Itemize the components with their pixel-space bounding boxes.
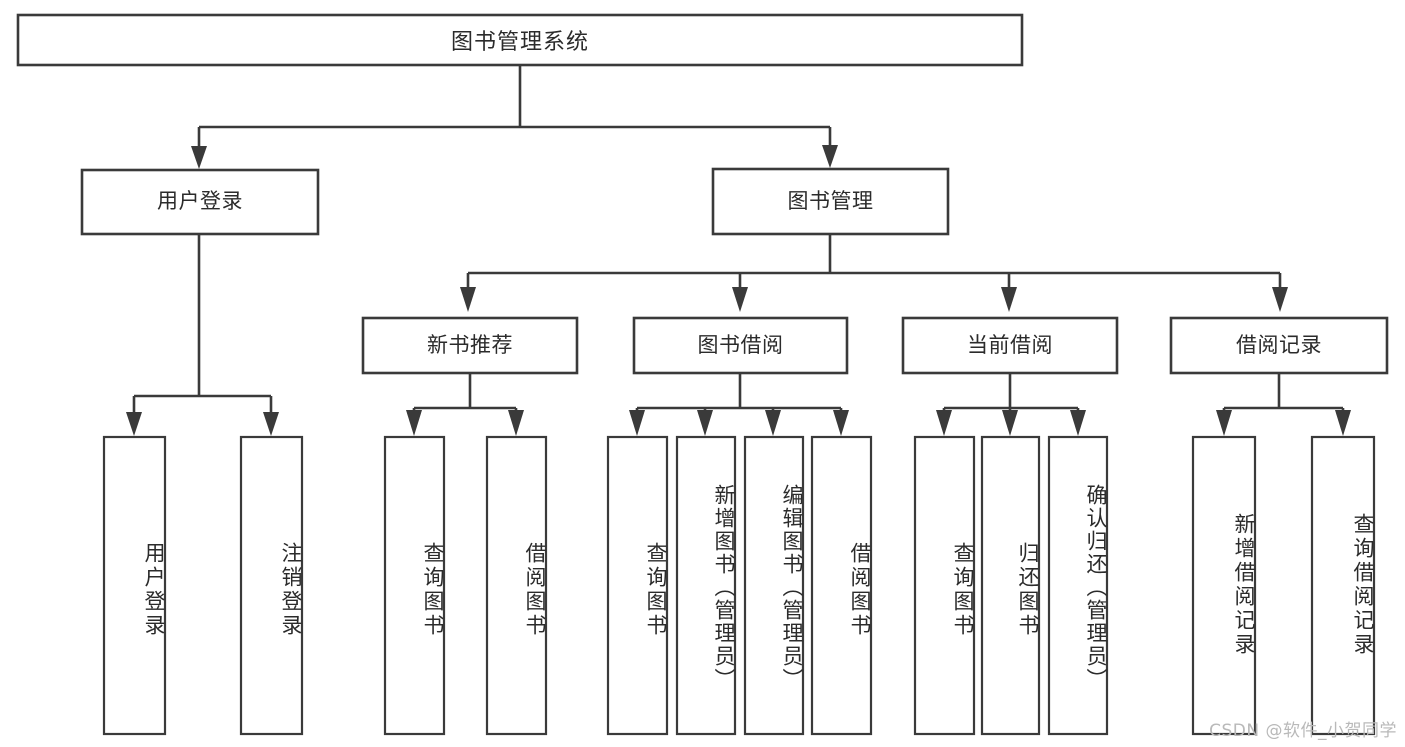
connector-group-book-management (460, 234, 1288, 312)
arrowhead-user-login (191, 146, 207, 169)
arrowhead-nbr-leaf-2 (508, 410, 524, 436)
node-box-leaf-cb-query-book[interactable] (913, 435, 976, 736)
arrowhead-cb-leaf-1 (936, 410, 952, 436)
csdn-watermark: CSDN @软件_小贺同学 (1209, 721, 1397, 741)
node-box-leaf-bb-query-book[interactable] (606, 435, 669, 736)
node-box-book-management[interactable] (711, 167, 950, 236)
node-box-leaf-bb-borrow-book[interactable] (810, 435, 873, 736)
node-box-leaf-nbr-borrow-book[interactable] (485, 435, 548, 736)
arrowhead-book-management (822, 145, 838, 168)
arrowhead-book-borrow (732, 287, 748, 312)
arrowhead-br-leaf-2 (1335, 410, 1351, 436)
node-box-book-borrow[interactable] (632, 316, 849, 375)
connector-group-borrow-record (1216, 373, 1351, 436)
node-box-leaf-br-query-record[interactable] (1310, 435, 1376, 736)
node-box-leaf-bb-add-book[interactable] (675, 435, 737, 736)
node-box-leaf-bb-edit-book[interactable] (743, 435, 805, 736)
arrowhead-br-leaf-1 (1216, 410, 1232, 436)
arrowhead-bb-leaf-2 (697, 410, 713, 436)
arrowhead-leaf-logout (263, 412, 279, 436)
arrowhead-cb-leaf-2 (1002, 410, 1018, 436)
arrowhead-borrow-record (1272, 287, 1288, 312)
connector-group-new-book-recommend (406, 373, 524, 436)
arrowhead-leaf-user-login (126, 412, 142, 436)
node-box-leaf-user-login[interactable] (102, 435, 167, 736)
node-box-leaf-nbr-query-book[interactable] (383, 435, 446, 736)
node-box-leaf-cb-confirm-return[interactable] (1047, 435, 1109, 736)
arrowhead-cb-leaf-3 (1070, 410, 1086, 436)
connector-group-root (191, 66, 838, 169)
node-box-leaf-cb-return-book[interactable] (980, 435, 1041, 736)
node-box-leaf-br-add-record[interactable] (1191, 435, 1257, 736)
arrowhead-bb-leaf-1 (629, 410, 645, 436)
arrowhead-nbr-leaf-1 (406, 410, 422, 436)
node-box-new-book-recommend[interactable] (361, 316, 579, 375)
node-box-current-borrow[interactable] (901, 316, 1119, 375)
node-box-user-login[interactable] (80, 168, 320, 236)
node-box-system-title[interactable] (16, 13, 1024, 67)
connector-group-book-borrow (629, 373, 849, 436)
connector-group-current-borrow (936, 373, 1086, 436)
arrowhead-current-borrow (1001, 287, 1017, 312)
arrowhead-bb-leaf-3 (765, 410, 781, 436)
arrowhead-new-book-recommend (460, 287, 476, 312)
arrowhead-bb-leaf-4 (833, 410, 849, 436)
node-box-borrow-record[interactable] (1169, 316, 1389, 375)
node-box-leaf-logout[interactable] (239, 435, 304, 736)
connector-group-user-login (126, 234, 279, 436)
